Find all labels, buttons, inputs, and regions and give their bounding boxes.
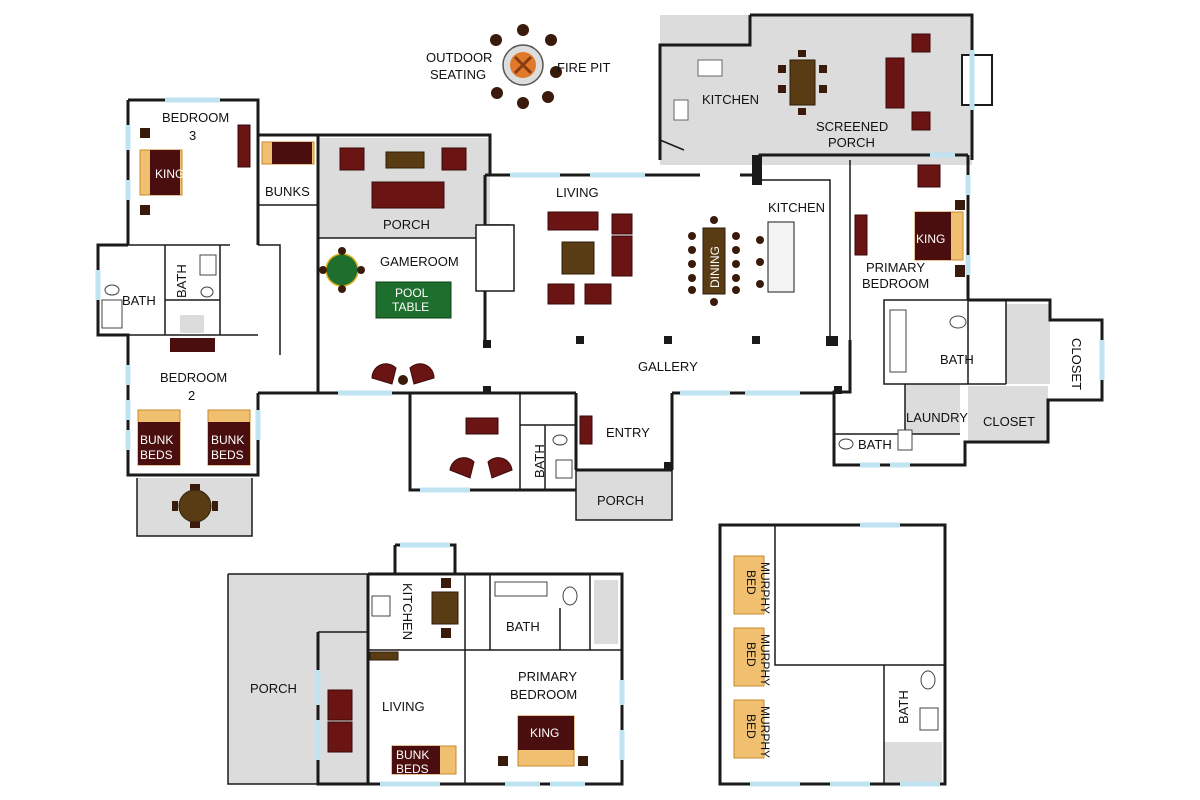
murphy-bed-label-2b: BED <box>744 642 758 667</box>
porch-top-furniture <box>339 147 467 209</box>
entry-furniture <box>449 415 593 479</box>
bath-right-grey <box>884 742 942 782</box>
bath-laundry-label: BATH <box>858 437 892 452</box>
porch-lower-walls <box>227 573 368 785</box>
porch-lower-label: PORCH <box>250 681 297 696</box>
lower-right-windows <box>750 522 940 787</box>
screened-porch-furniture <box>673 33 931 131</box>
laundry-bath-fixtures <box>838 429 913 451</box>
bunk-bed-label-1b: BEDS <box>140 448 173 462</box>
kitchen-main-label: KITCHEN <box>768 200 825 215</box>
primary2-label-2: BEDROOM <box>510 687 577 702</box>
cabin-windows <box>315 542 625 787</box>
entry-walls <box>574 393 674 472</box>
gallery-posts <box>483 155 842 470</box>
king-bed-label-1: KING <box>155 167 184 181</box>
porch-top-label: PORCH <box>383 217 430 232</box>
cabin-furniture <box>327 578 618 775</box>
bath-primary-label: BATH <box>940 352 974 367</box>
screened-porch-label-2: PORCH <box>828 135 875 150</box>
murphy-bed-label-2: MURPHY <box>758 634 772 686</box>
bunk-bed-label-2b: BEDS <box>211 448 244 462</box>
fireplace <box>475 224 515 292</box>
living-furniture <box>547 211 633 305</box>
kitchen-porch-label: KITCHEN <box>702 92 759 107</box>
balcony-walls <box>136 478 253 537</box>
bedroom2-furniture <box>137 338 251 528</box>
dining-furniture <box>688 216 764 306</box>
cabin-walls <box>316 543 624 786</box>
laundry-label: LAUNDRY <box>906 410 968 425</box>
entry-label: ENTRY <box>606 425 650 440</box>
bedroom2-label: BEDROOM <box>160 370 227 385</box>
king-bed-label-2: KING <box>916 232 945 246</box>
gameroom-label: GAMEROOM <box>380 254 459 269</box>
pool-table-label-2: TABLE <box>392 300 429 314</box>
bath-entry-label: BATH <box>532 444 547 478</box>
murphy-bed-label-3b: BED <box>744 714 758 739</box>
primary1-label-2: BEDROOM <box>862 276 929 291</box>
fireplace-screen <box>961 54 993 106</box>
windows-main <box>95 50 1105 493</box>
living-main-label: LIVING <box>556 185 599 200</box>
left-bath-fixtures <box>101 254 217 333</box>
kitchen-lower-label: KITCHEN <box>400 583 415 640</box>
dining-label: DINING <box>708 246 722 288</box>
bath-left-vertical-label: BATH <box>174 264 189 298</box>
outdoor-seating-label: OUTDOOR <box>426 50 492 65</box>
gallery-label: GALLERY <box>638 359 698 374</box>
bunks-label: BUNKS <box>265 184 310 199</box>
bath-lower-label: BATH <box>506 619 540 634</box>
primary1-label: PRIMARY <box>866 260 925 275</box>
lower-right-interior <box>774 525 945 784</box>
laundry-grey <box>905 384 960 434</box>
fire-pit <box>490 24 562 109</box>
closet-grey-1 <box>1006 304 1050 384</box>
bedroom2-number: 2 <box>188 388 195 403</box>
porch-top-walls <box>318 133 492 175</box>
bunk-bed-label-2: BUNK <box>211 433 244 447</box>
screened-porch-walls <box>658 13 974 160</box>
porch-entry-label: PORCH <box>597 493 644 508</box>
living-lower-label: LIVING <box>382 699 425 714</box>
lower-right-bath-fixtures <box>919 670 939 731</box>
bedroom3-label: BEDROOM <box>162 110 229 125</box>
bath-left-label: BATH <box>122 293 156 308</box>
murphy-beds <box>733 555 765 759</box>
kitchen-island <box>767 221 795 293</box>
primary2-label: PRIMARY <box>518 669 577 684</box>
murphy-bed-label-1: MURPHY <box>758 562 772 614</box>
bedroom3-furniture <box>139 124 315 215</box>
cabin-interior <box>318 574 622 784</box>
fire-pit-label: FIRE PIT <box>557 60 611 75</box>
primary1-furniture <box>854 164 967 373</box>
bunk-bed-label-3: BUNK <box>396 748 429 762</box>
murphy-bed-label-1b: BED <box>744 570 758 595</box>
bath-right-label: BATH <box>896 690 911 724</box>
kitchen-counter <box>760 179 831 340</box>
bunk-bed-label-1: BUNK <box>140 433 173 447</box>
screened-porch-label: SCREENED <box>816 119 888 134</box>
pool-table <box>375 281 452 319</box>
gameroom-furniture <box>319 247 452 385</box>
porch-entry-floor <box>576 470 672 520</box>
murphy-bed-label-3: MURPHY <box>758 706 772 758</box>
bunk-bed-label-3b: BEDS <box>396 762 429 776</box>
porch-entry-walls <box>575 470 673 521</box>
king-bed-label-3: KING <box>530 726 559 740</box>
outdoor-seating-label-2: SEATING <box>430 67 486 82</box>
pool-table-label: POOL <box>395 286 429 300</box>
closet-vertical-label: CLOSET <box>1069 338 1084 390</box>
closet-label: CLOSET <box>983 414 1035 429</box>
bedroom3-number: 3 <box>189 128 196 143</box>
closet-grey-2 <box>968 386 1048 441</box>
